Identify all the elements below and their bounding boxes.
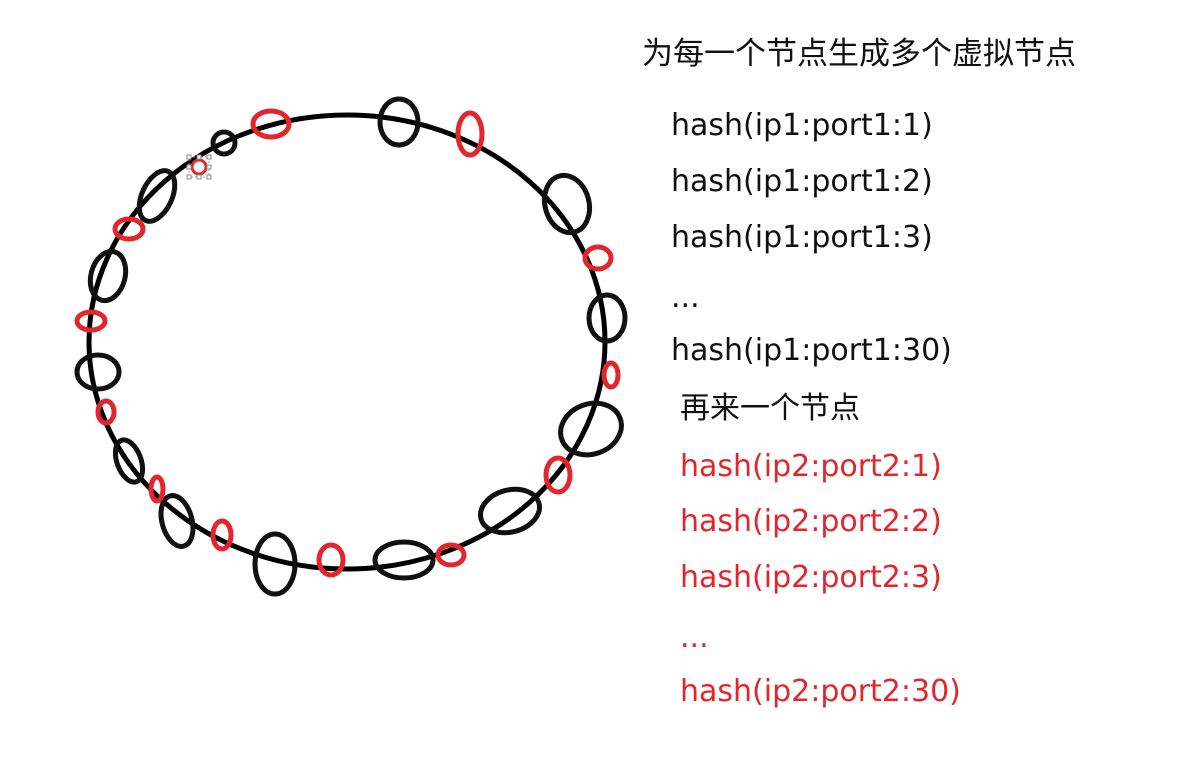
black-virtual-node bbox=[558, 400, 624, 458]
black-virtual-node bbox=[377, 96, 421, 148]
node2-hash-line: hash(ip2:port2:2) bbox=[680, 504, 942, 539]
node1-hash-line: hash(ip1:port1:2) bbox=[671, 164, 933, 199]
black-virtual-node bbox=[87, 248, 129, 304]
resize-handle[interactable] bbox=[206, 174, 212, 180]
node2-heading: 再来一个节点 bbox=[680, 391, 860, 426]
red-virtual-nodes bbox=[74, 108, 621, 578]
black-virtual-node bbox=[136, 168, 178, 224]
black-virtual-node bbox=[252, 531, 298, 597]
resize-handle[interactable] bbox=[186, 154, 192, 160]
black-virtual-nodes bbox=[74, 96, 628, 597]
black-virtual-node bbox=[112, 437, 146, 485]
red-virtual-node bbox=[316, 542, 346, 578]
resize-handle[interactable] bbox=[186, 174, 192, 180]
node1-ellipsis: ... bbox=[671, 280, 700, 315]
black-virtual-node bbox=[158, 493, 196, 549]
selected-shape[interactable] bbox=[186, 154, 212, 180]
red-virtual-node bbox=[543, 455, 573, 495]
page-heading: 为每一个节点生成多个虚拟节点 bbox=[642, 36, 1076, 72]
node1-hash-line: hash(ip1:port1:1) bbox=[671, 108, 933, 143]
node2-ellipsis: ... bbox=[680, 620, 709, 655]
black-virtual-node bbox=[478, 486, 542, 536]
resize-handle[interactable] bbox=[186, 164, 192, 170]
black-virtual-node bbox=[541, 172, 593, 236]
red-virtual-node bbox=[582, 244, 614, 272]
red-virtual-node bbox=[95, 398, 117, 426]
resize-handle[interactable] bbox=[206, 154, 212, 160]
node1-hash-line: hash(ip1:port1:30) bbox=[671, 333, 952, 368]
red-virtual-node bbox=[455, 110, 485, 158]
node1-hash-line: hash(ip1:port1:3) bbox=[671, 220, 933, 255]
red-virtual-node bbox=[210, 518, 234, 552]
hash-ring-diagram bbox=[74, 96, 628, 597]
node2-hash-line: hash(ip2:port2:3) bbox=[680, 560, 942, 595]
red-virtual-node bbox=[435, 542, 467, 568]
red-virtual-node bbox=[250, 108, 292, 140]
black-virtual-node bbox=[74, 352, 122, 392]
resize-handle[interactable] bbox=[196, 174, 202, 180]
red-virtual-node bbox=[74, 309, 108, 333]
black-virtual-node bbox=[586, 292, 628, 344]
red-virtual-node[interactable] bbox=[190, 158, 208, 176]
black-virtual-node bbox=[210, 129, 238, 157]
red-virtual-node bbox=[601, 360, 621, 390]
resize-handle[interactable] bbox=[196, 154, 202, 160]
red-virtual-node bbox=[112, 216, 146, 242]
resize-handle[interactable] bbox=[206, 164, 212, 170]
red-virtual-node bbox=[148, 474, 166, 504]
node2-hash-line: hash(ip2:port2:30) bbox=[680, 674, 961, 709]
node2-hash-line: hash(ip2:port2:1) bbox=[680, 449, 942, 484]
black-virtual-node bbox=[372, 539, 436, 581]
